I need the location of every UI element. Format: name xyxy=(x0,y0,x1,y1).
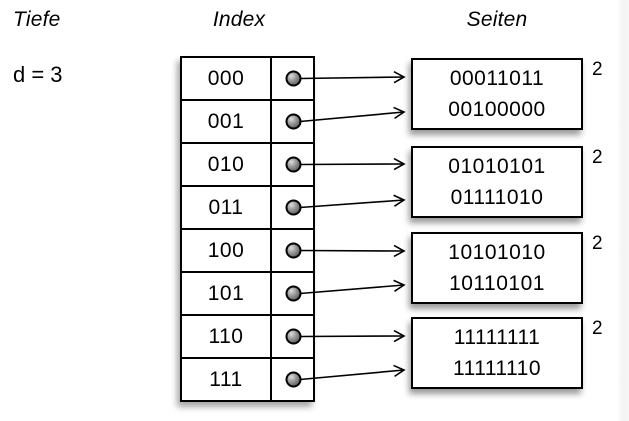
local-depth-label-1: 2 xyxy=(592,59,603,80)
index-row-000: 000 xyxy=(182,58,313,101)
local-depth-label-3: 2 xyxy=(592,233,603,254)
depth-column-header: Tiefe xyxy=(13,8,61,31)
page-entry: 11111110 xyxy=(452,357,542,380)
page-box-2: 01010101 01111010 xyxy=(411,146,583,218)
arrow-010-to-page2 xyxy=(299,157,406,171)
pointer-cell xyxy=(272,187,313,228)
arrow-100-to-page3 xyxy=(299,244,406,258)
pointer-cell xyxy=(272,359,313,400)
index-row-101: 101 xyxy=(182,273,313,316)
index-key-label: 010 xyxy=(182,144,272,185)
pointer-arrows xyxy=(299,70,406,381)
index-key-label: 001 xyxy=(182,101,272,142)
pointer-cell xyxy=(272,58,313,99)
page-entry: 00100000 xyxy=(448,98,546,121)
pointer-cell xyxy=(272,230,313,271)
local-depth-label-4: 2 xyxy=(592,318,603,339)
page-entry: 00011011 xyxy=(449,67,545,90)
index-table: 000 001 010 011 100 101 110 111 xyxy=(180,56,315,402)
arrow-000-to-page1 xyxy=(299,70,406,84)
arrow-101-to-page3 xyxy=(299,279,406,295)
pointer-cell xyxy=(272,273,313,314)
index-key-label: 000 xyxy=(182,58,272,99)
index-row-001: 001 xyxy=(182,101,313,144)
pages-column-header: Seiten xyxy=(466,8,528,31)
index-row-110: 110 xyxy=(182,316,313,359)
index-row-100: 100 xyxy=(182,230,313,273)
index-column-header: Index xyxy=(212,8,266,31)
page-entry: 01010101 xyxy=(448,155,546,178)
index-key-label: 110 xyxy=(182,316,272,357)
arrow-001-to-page1 xyxy=(299,106,406,123)
index-key-label: 101 xyxy=(182,273,272,314)
page-box-1: 00011011 00100000 xyxy=(411,58,583,130)
arrow-011-to-page2 xyxy=(299,194,406,209)
page-entry: 01111010 xyxy=(450,186,544,209)
page-entry: 11111111 xyxy=(453,326,541,349)
pointer-cell xyxy=(272,144,313,185)
index-row-010: 010 xyxy=(182,144,313,187)
arrow-111-to-page4 xyxy=(299,364,406,381)
global-depth-value: d = 3 xyxy=(13,62,63,87)
page-box-4: 11111111 11111110 xyxy=(411,317,583,389)
index-key-label: 100 xyxy=(182,230,272,271)
pointer-cell xyxy=(272,316,313,357)
page-box-3: 10101010 10110101 xyxy=(411,232,583,304)
local-depth-label-2: 2 xyxy=(592,147,603,168)
pointer-cell xyxy=(272,101,313,142)
index-key-label: 111 xyxy=(182,359,272,400)
index-key-label: 011 xyxy=(182,187,272,228)
page-entry: 10110101 xyxy=(449,272,545,295)
page-entry: 10101010 xyxy=(448,241,546,264)
index-row-011: 011 xyxy=(182,187,313,230)
arrow-110-to-page4 xyxy=(299,329,406,343)
index-row-111: 111 xyxy=(182,359,313,400)
page-edge-strip xyxy=(618,0,629,421)
